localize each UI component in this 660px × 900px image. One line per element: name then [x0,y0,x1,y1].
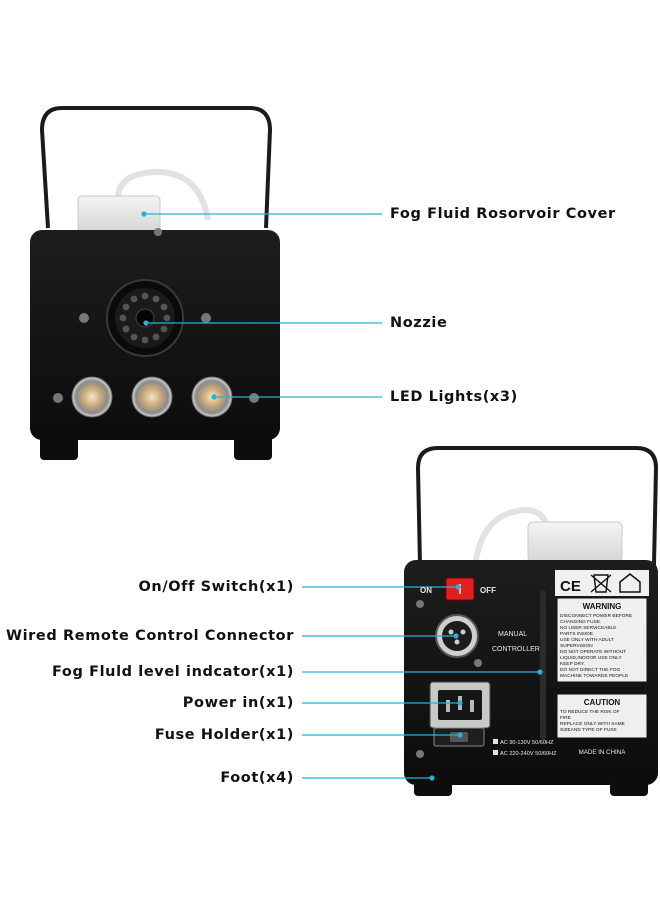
ce-mark: CE [560,578,581,595]
front-tube [115,168,211,221]
warning-line: KEEP DRY. [560,661,585,667]
warning-line: CHANGING FUSE. [560,619,601,625]
voltage-1: AC 90-130V 50/60HZ [500,740,554,746]
home-icon [619,573,641,593]
caution-line: REPLACE ONLY WITH SAME [560,721,625,727]
front-foot-left [40,432,78,460]
level-indicator-label: Fog Fluld level indcator(x1) [51,664,294,680]
led-light-icon [131,376,173,418]
back-handle [415,446,659,566]
warning-line: SUPERVISION [560,643,593,649]
warning-line: DO NOT DIRECT THE FOG [560,667,621,673]
warning-title: WARNING [583,602,622,611]
switch-off-text: OFF [480,586,496,595]
warning-line: PARTS INSIDE. [560,631,594,637]
front-foot-right [234,432,272,460]
switch-label: On/Off Switch(x1) [138,579,294,595]
caution-box [556,693,648,739]
manual-text: MANUAL [498,631,527,638]
controller-text: CONTROLLER [492,646,540,653]
back-leader-lines [302,584,543,781]
warning-line: MACHINE TOWARDS PEOPLE [560,673,628,679]
fluid-level-window [540,590,546,740]
led-lights-label: LED Lights(x3) [390,389,518,405]
caution-line: FIRE [560,715,571,721]
screw-icon [154,228,162,236]
screw-icon [416,750,424,758]
warning-box [556,597,648,683]
front-handle [39,106,273,229]
certification-icons [555,570,649,596]
warning-line: NO USER SERVICEABLE [560,625,616,631]
front-leader-lines [141,211,382,400]
screw-icon [249,393,259,403]
front-view [30,106,280,460]
warning-line: DISCONNECT POWER BEFORE [560,613,632,619]
led-light-icon [71,376,113,418]
back-foot-right [610,772,648,796]
foot-label: Foot(x4) [220,770,294,786]
screw-icon [474,659,482,667]
warning-line: USE ONLY WITH ADULT [560,637,614,643]
power-inlet-icon[interactable] [429,681,491,729]
warning-line: DO NOT OPERATE WITHOUT [560,649,626,655]
caution-line: SIZEAND TYPE OF FUSE [560,727,617,733]
nozzle-icon [106,279,184,357]
made-in-text: MADE IN CHINA [579,749,627,756]
caution-title: CAUTION [584,698,621,707]
fluid-cover-label: Fog Fluid Rosorvoir Cover [390,206,616,222]
bin-icon [590,574,612,593]
warning-line: LIQUID,INDOOR USE ONLY [560,655,623,661]
screw-icon [53,393,63,403]
caution-line: TO REDUCE THE RISK OF [560,709,620,715]
screw-icon [79,313,89,323]
switch-on-text: ON [420,586,432,595]
nozzle-label: Nozzie [390,315,448,331]
screw-icon [416,600,424,608]
voltage-2: AC 220-240V 50/60HZ [500,751,557,757]
back-foot-left [414,772,452,796]
fuse-holder-label: Fuse Holder(x1) [154,727,294,743]
back-fluid-cap [527,521,623,563]
screw-icon [201,313,211,323]
remote-connector-label: Wired Remote Control Connector [6,628,294,644]
power-in-label: Power in(x1) [182,695,294,711]
